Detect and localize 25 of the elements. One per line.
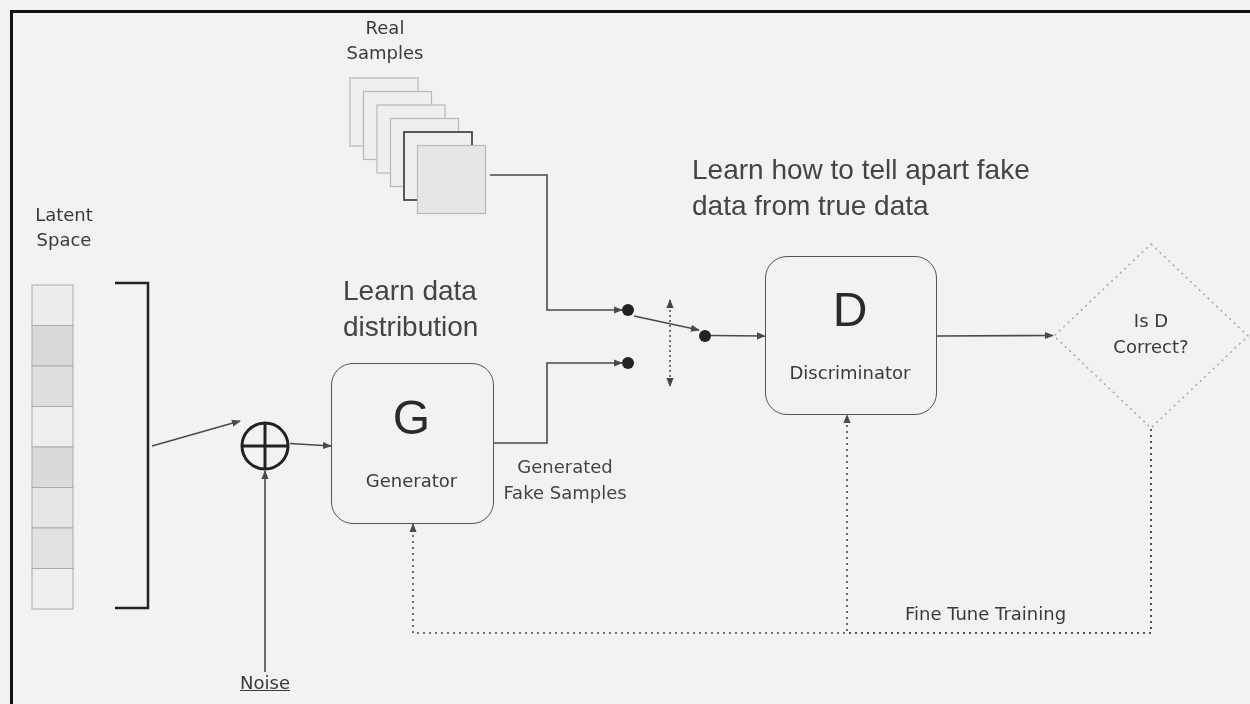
node-label: Is D Correct? [1112,309,1190,359]
arrow [151,419,241,447]
junction-dot [622,357,634,369]
node-label: Generator [364,470,459,492]
annotation-heading: Learn how to tell apart fake data from true data [692,153,1031,223]
arrow [489,174,623,314]
annotation-text: Generated Fake Samples [502,455,628,505]
arrow [289,441,332,450]
junction-dot [622,304,634,316]
section-heading: Real Samples [345,16,425,65]
node-label: Discriminator [788,361,912,383]
process-box [765,256,937,415]
arrow [710,332,766,340]
section-heading: Latent Space [34,203,94,252]
dotted-arrow [409,428,1152,634]
arrow [936,331,1054,340]
node-letter: D [831,282,869,339]
annotation-heading: Learn data distribution [343,274,480,344]
arrow [261,470,269,673]
node-label: Noise [239,672,291,693]
process-box [331,363,494,524]
node-letter: G [391,389,432,446]
junction-dot [699,330,711,342]
arrow [493,359,623,444]
arrow [633,315,700,332]
